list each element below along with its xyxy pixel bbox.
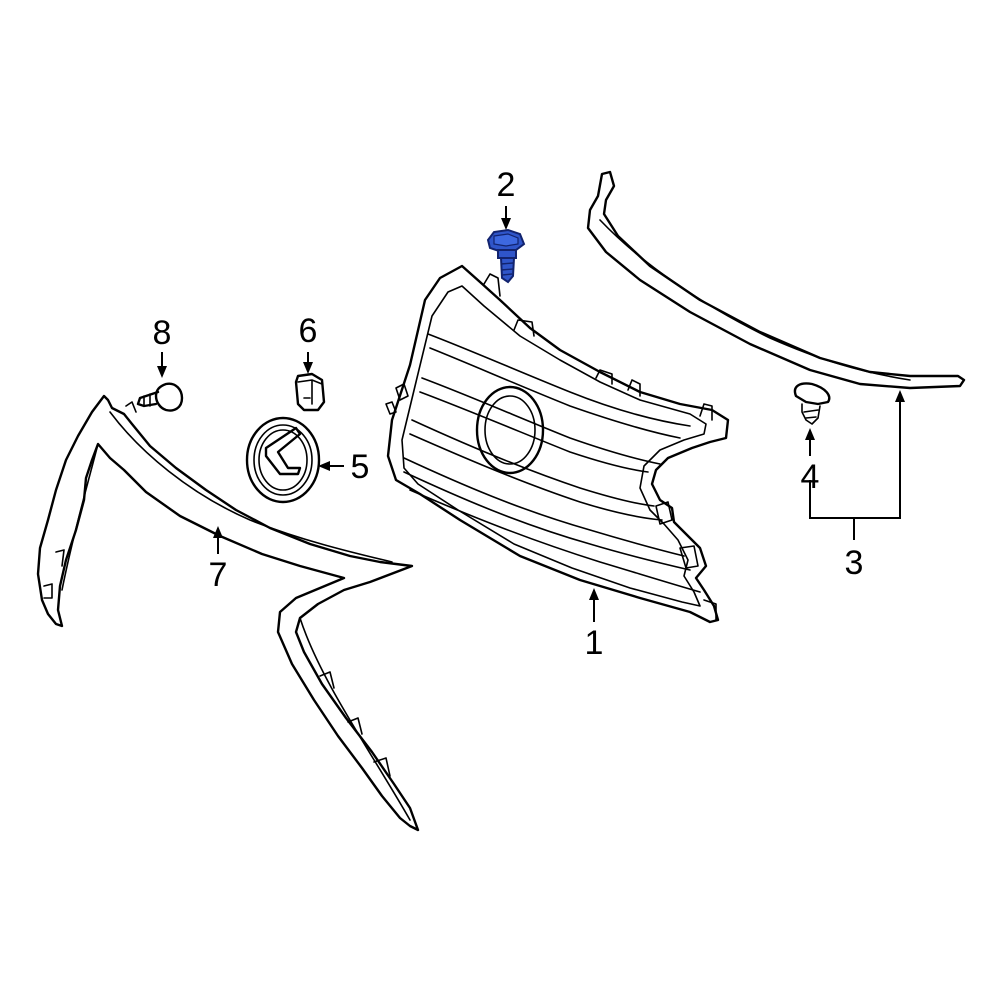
bolt-part-2[interactable] bbox=[486, 228, 526, 284]
callout-8: 8 bbox=[153, 314, 172, 352]
callout-7: 7 bbox=[209, 556, 228, 594]
leader-line-2 bbox=[501, 206, 511, 230]
molding-part-3[interactable] bbox=[586, 170, 966, 390]
leader-line-8 bbox=[157, 352, 167, 378]
callout-4: 4 bbox=[801, 458, 820, 496]
leader-line-1 bbox=[589, 588, 599, 622]
leader-line-7 bbox=[213, 526, 223, 554]
leader-line-6 bbox=[303, 352, 313, 374]
callout-3: 3 bbox=[845, 544, 864, 582]
leader-bracket-3 bbox=[809, 390, 905, 540]
clip-part-4[interactable] bbox=[793, 382, 831, 425]
pin-part-8[interactable] bbox=[136, 382, 184, 412]
leader-line-5 bbox=[318, 461, 344, 471]
leader-line-4 bbox=[805, 428, 815, 456]
callout-1: 1 bbox=[585, 624, 604, 662]
emblem-part-5[interactable] bbox=[245, 416, 321, 504]
callout-2: 2 bbox=[497, 166, 516, 204]
trim-part-7[interactable] bbox=[36, 394, 420, 832]
grille-part-1[interactable] bbox=[385, 264, 730, 624]
callout-5: 5 bbox=[351, 448, 370, 486]
callout-6: 6 bbox=[299, 312, 318, 350]
retainer-part-6[interactable] bbox=[294, 372, 326, 412]
